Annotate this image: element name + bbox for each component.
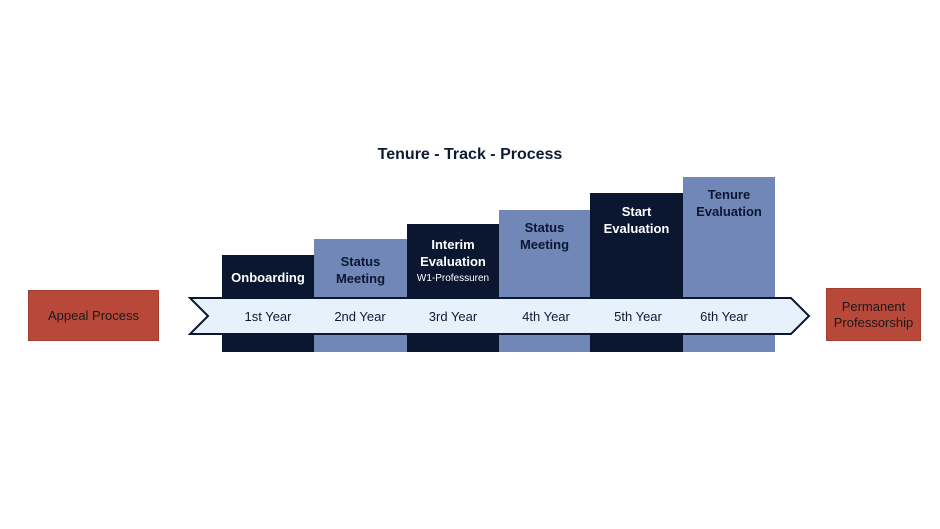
step-sublabel: W1-Professuren [416, 273, 490, 284]
step-label: Tenure Evaluation [696, 187, 762, 219]
appeal-process-label: Appeal Process [47, 307, 140, 323]
diagram-title: Tenure - Track - Process [377, 146, 563, 163]
year-label: 5th Year [614, 309, 662, 324]
step-label: Status Meeting [519, 220, 570, 252]
step-label: Interim Evaluation [420, 237, 486, 269]
year-label: 1st Year [244, 309, 292, 324]
permanent-professorship-box: Permanent Professorship [826, 288, 921, 341]
step-label: Status Meeting [335, 254, 386, 286]
year-label: 6th Year [700, 309, 748, 324]
step-label: Onboarding [231, 270, 305, 285]
permanent-professorship-label: Permanent Professorship [833, 298, 914, 330]
step-label: Start Evaluation [603, 204, 670, 236]
year-label: 4th Year [522, 309, 570, 324]
appeal-process-box: Appeal Process [28, 290, 159, 341]
year-label: 2nd Year [334, 309, 386, 324]
year-label: 3rd Year [428, 309, 478, 324]
